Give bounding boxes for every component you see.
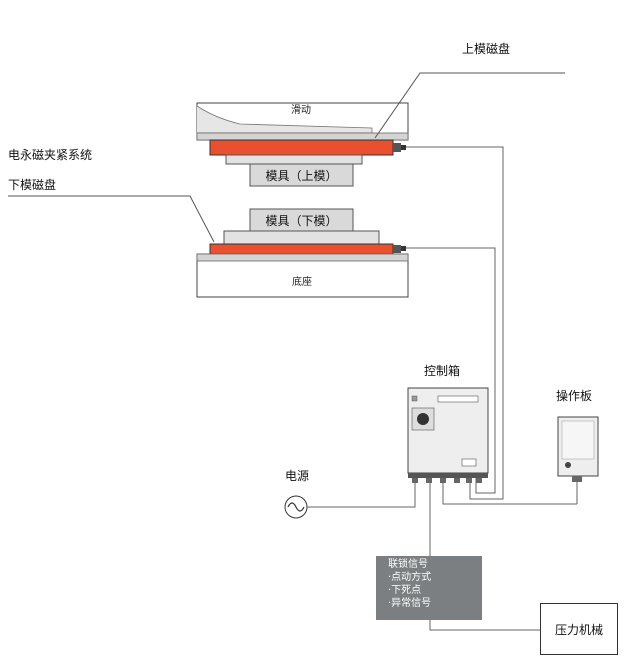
slide-label: 滑动 [291,105,311,116]
press-machine-box: 压力机械 [540,603,618,655]
upper-magnet-label: 上模磁盘 [462,42,511,56]
leader-upper-magnet [374,72,565,139]
upper-die-label: 模具（上模） [265,169,338,183]
lower-magnet-label: 下模磁盘 [8,178,57,192]
control-box-label: 控制箱 [424,364,461,378]
leader-lower-magnet [8,195,215,243]
cable-power [307,483,416,508]
press-machine-label: 压力机械 [554,622,603,637]
base-label: 底座 [292,277,312,288]
interlock-title: 联锁信号 [388,559,428,570]
upper-magnet-plate [209,139,406,156]
interlock-signal-box: 联锁信号 ·点动方式 ·下死点 ·异常信号 [376,556,482,620]
control-box [407,387,489,483]
system-label: 电永磁夹紧系统 [8,148,93,162]
slide-block [196,102,409,141]
operation-panel-label: 操作板 [556,389,593,403]
interlock-item: ·下死点 [388,585,422,596]
lower-die-label: 模具（下模） [265,214,338,228]
base-block [196,253,409,298]
operation-panel [557,416,599,504]
power-label: 电源 [285,469,310,483]
interlock-item: ·点动方式 [388,572,432,583]
upper-die-shoe [225,154,363,165]
lower-die-shoe [223,230,380,245]
cable-press [429,620,540,631]
upper-die [249,163,354,187]
cable-upper-magnet [406,146,504,500]
interlock-item: ·异常信号 [388,598,432,609]
lower-magnet-plate [209,243,406,255]
power-source-icon [284,495,308,519]
cable-operation-panel [442,483,577,505]
cable-lower-magnet [406,247,496,494]
